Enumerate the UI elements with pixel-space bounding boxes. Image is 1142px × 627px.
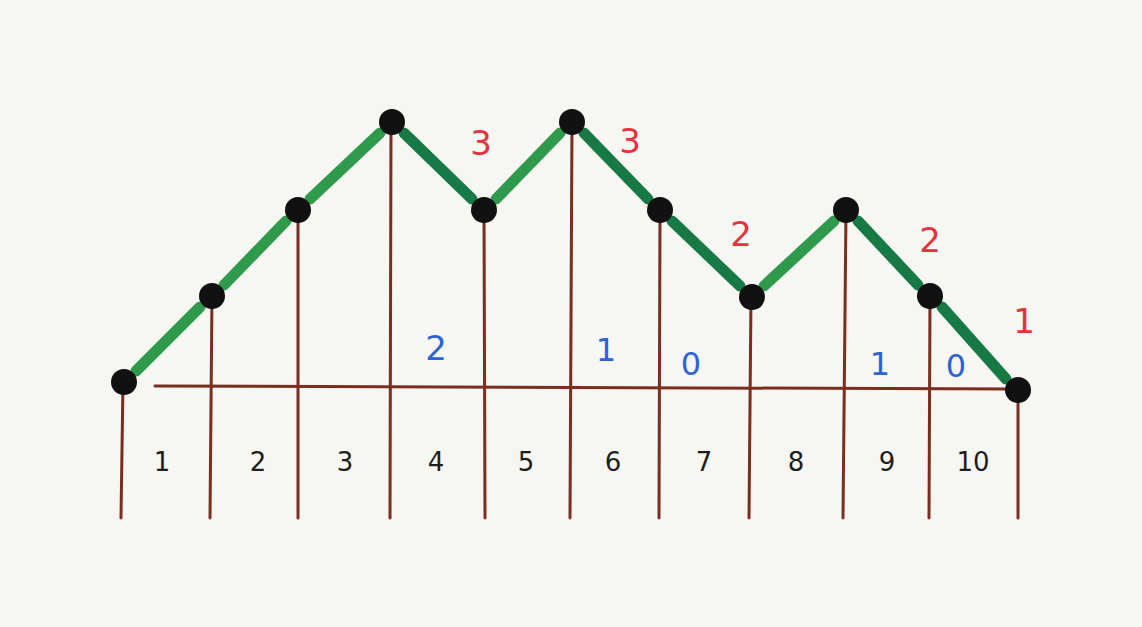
level-count: 1	[596, 334, 616, 366]
level-count: 1	[870, 348, 890, 380]
baseline	[155, 386, 1012, 389]
column-divider	[390, 122, 391, 518]
path-dot	[285, 197, 311, 223]
column-number: 7	[696, 449, 713, 475]
up-step	[224, 221, 286, 285]
path-dot	[1005, 377, 1031, 403]
down-step	[672, 221, 740, 286]
path-dot	[647, 197, 673, 223]
descent-count: 2	[730, 217, 752, 251]
column-divider	[929, 296, 930, 518]
column-number: 5	[518, 449, 535, 475]
up-step	[310, 133, 380, 199]
path-dot	[739, 284, 765, 310]
path-dot	[379, 109, 405, 135]
column-divider	[659, 210, 660, 518]
grid-lines	[121, 122, 1018, 518]
column-number: 8	[788, 449, 805, 475]
column-number: 6	[605, 449, 622, 475]
path-dot	[111, 369, 137, 395]
descent-count: 2	[919, 223, 941, 257]
column-divider	[121, 382, 123, 518]
column-divider	[570, 122, 572, 518]
column-number: 1	[154, 449, 171, 475]
column-divider	[749, 297, 751, 518]
column-number: 4	[428, 449, 445, 475]
path-dot	[199, 283, 225, 309]
level-count: 2	[425, 331, 447, 365]
descent-count: 3	[619, 124, 641, 158]
column-number: 10	[956, 449, 989, 475]
path-points	[111, 109, 1031, 403]
path-dot	[471, 197, 497, 223]
column-divider	[297, 210, 300, 518]
down-step	[858, 221, 918, 285]
up-step	[136, 307, 200, 371]
column-divider	[484, 210, 485, 518]
path-dot	[559, 109, 585, 135]
column-divider	[843, 210, 846, 518]
path-dot	[917, 283, 943, 309]
path-dot	[833, 197, 859, 223]
descent-count: 3	[470, 126, 492, 160]
level-count: 0	[946, 350, 966, 382]
descent-count: 1	[1013, 304, 1035, 338]
up-step	[764, 221, 834, 286]
down-step	[404, 133, 472, 199]
path-steps	[136, 133, 1006, 379]
column-divider	[1017, 390, 1020, 518]
column-number: 3	[337, 449, 354, 475]
column-number: 9	[879, 449, 896, 475]
column-divider	[210, 296, 212, 518]
level-count: 0	[681, 348, 701, 380]
up-step	[496, 133, 560, 199]
column-number: 2	[250, 449, 267, 475]
